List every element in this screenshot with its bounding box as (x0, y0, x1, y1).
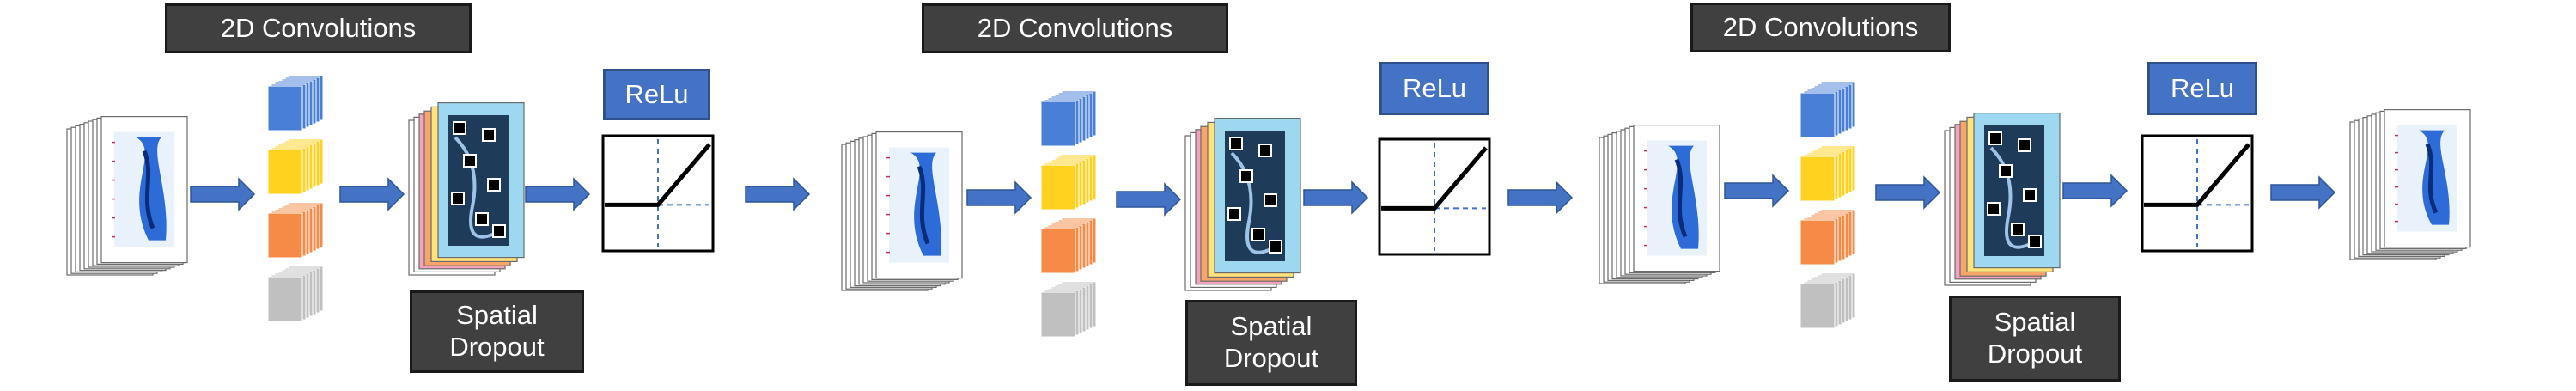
relu-label-2: ReLu (1379, 62, 1489, 115)
relu-graph-icon-3 (2141, 134, 2254, 253)
arrow-right-icon (1724, 174, 1790, 208)
dropout-feature-maps-icon-2 (1184, 118, 1301, 291)
arrow-right-icon (966, 180, 1032, 215)
arrow-right-icon (745, 177, 811, 211)
filter-bank-icon-2 (1040, 90, 1097, 338)
dropout-feature-maps-icon-1 (408, 101, 525, 276)
feature-map-stack-icon-1 (66, 116, 188, 276)
arrow-right-icon (2270, 175, 2336, 210)
relu-label-3: ReLu (2147, 62, 2257, 115)
arrow-right-icon (2062, 174, 2128, 208)
arrow-right-icon (1303, 180, 1369, 215)
filter-bank-icon-1 (267, 75, 324, 322)
arrow-right-icon (1507, 180, 1574, 215)
conv-label-3: 2D Convolutions (1690, 3, 1951, 52)
conv-label-2: 2D Convolutions (922, 3, 1228, 53)
feature-map-stack-icon-3 (1599, 125, 1720, 284)
dropout-feature-maps-icon-3 (1944, 113, 2061, 286)
relu-graph-icon-2 (1378, 137, 1491, 256)
arrow-right-icon (525, 177, 591, 211)
arrow-right-icon (1875, 175, 1941, 210)
relu-graph-icon-1 (601, 134, 715, 253)
output-feature-map-stack-icon (2349, 108, 2471, 260)
feature-map-stack-icon-2 (841, 131, 963, 291)
conv-label-1: 2D Convolutions (165, 3, 472, 53)
relu-label-1: ReLu (603, 69, 710, 120)
arrow-right-icon (339, 177, 405, 211)
arrow-right-icon (1116, 182, 1182, 217)
arrow-right-icon (190, 177, 256, 211)
filter-bank-icon-3 (1800, 82, 1856, 329)
